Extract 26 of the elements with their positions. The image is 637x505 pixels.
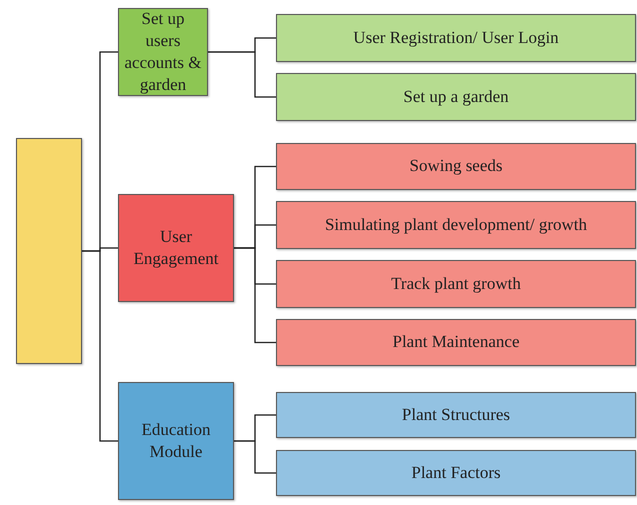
node-label: Set up users accounts & garden [124,8,202,96]
node-label: Sowing seeds [408,155,504,178]
category-box [118,382,234,500]
node-label: Simulating plant development/ growth [324,214,588,236]
node-label: User Engagement [132,226,220,270]
item-box [276,450,636,496]
node-label: User Registration/ User Login [352,26,560,49]
node-label: Plant Structures [400,404,512,426]
node-label: Track plant growth [390,272,522,295]
category-box [118,194,234,302]
item-box [276,392,636,438]
node-label: Plant Maintenance [392,331,520,354]
node-label: Education Module [140,418,212,463]
connector-line [82,250,118,442]
node-label: Plant Factors [410,462,502,484]
connector-line [234,247,276,344]
item-box [276,319,636,366]
root-box [16,138,82,364]
node-label: Set up a garden [402,86,510,108]
connector-line [234,440,276,474]
connector-line [208,51,276,98]
item-box [276,143,636,190]
item-box [276,201,636,249]
item-box [276,260,636,308]
item-box [276,73,636,121]
item-box [276,14,636,62]
